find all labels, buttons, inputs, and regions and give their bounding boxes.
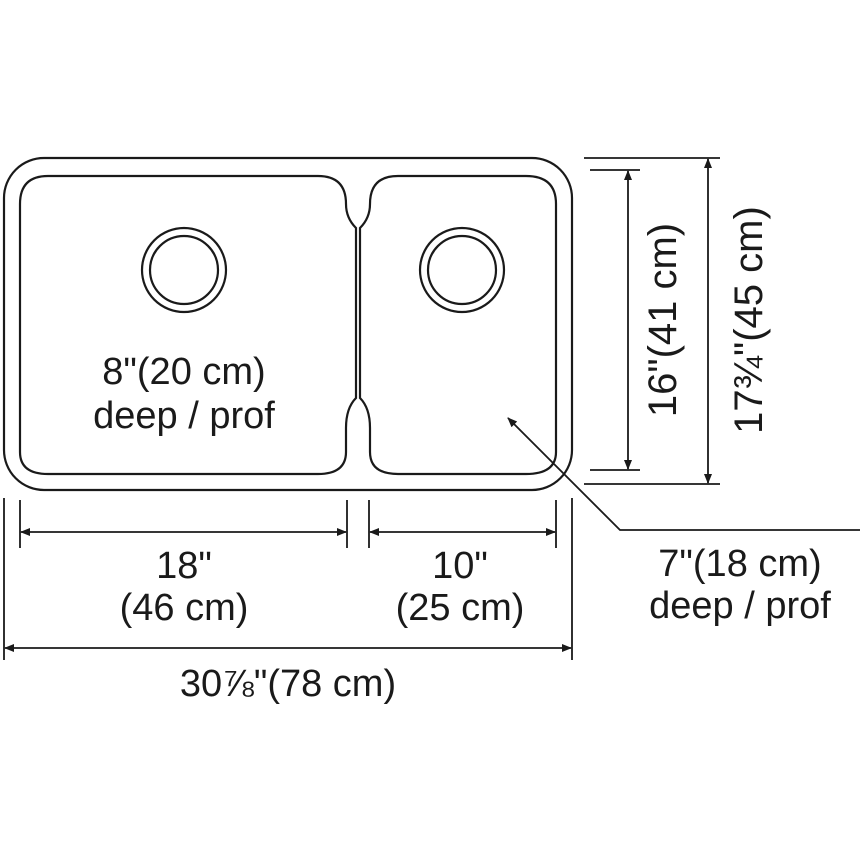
overall-height-label: 17¾"(45 cm) [727, 206, 771, 434]
right-depth-leader [507, 417, 860, 531]
sink-outer-rim [2, 156, 574, 492]
left-drain-outer [140, 226, 228, 314]
right-bowl-outline [358, 174, 558, 476]
left-drain-inner [148, 234, 220, 306]
inner-height-label: 16"(41 cm) [641, 223, 685, 417]
right-drain-outer [418, 226, 506, 314]
left-depth-label-line1: 8"(20 cm) [102, 351, 265, 393]
right-drain-inner [426, 234, 498, 306]
right-width-label-line1: 10" [432, 545, 488, 587]
left-bowl-outline [18, 174, 358, 476]
overall-width-label: 30⅞"(78 cm) [180, 663, 396, 705]
left-width-label-line1: 18" [156, 545, 212, 587]
left-width-label-line2: (46 cm) [120, 587, 249, 629]
left-depth-label-line2: deep / prof [93, 395, 275, 437]
right-width-label-line2: (25 cm) [396, 587, 525, 629]
right-depth-label-line2: deep / prof [649, 585, 831, 627]
right-depth-label-line1: 7"(18 cm) [658, 543, 821, 585]
